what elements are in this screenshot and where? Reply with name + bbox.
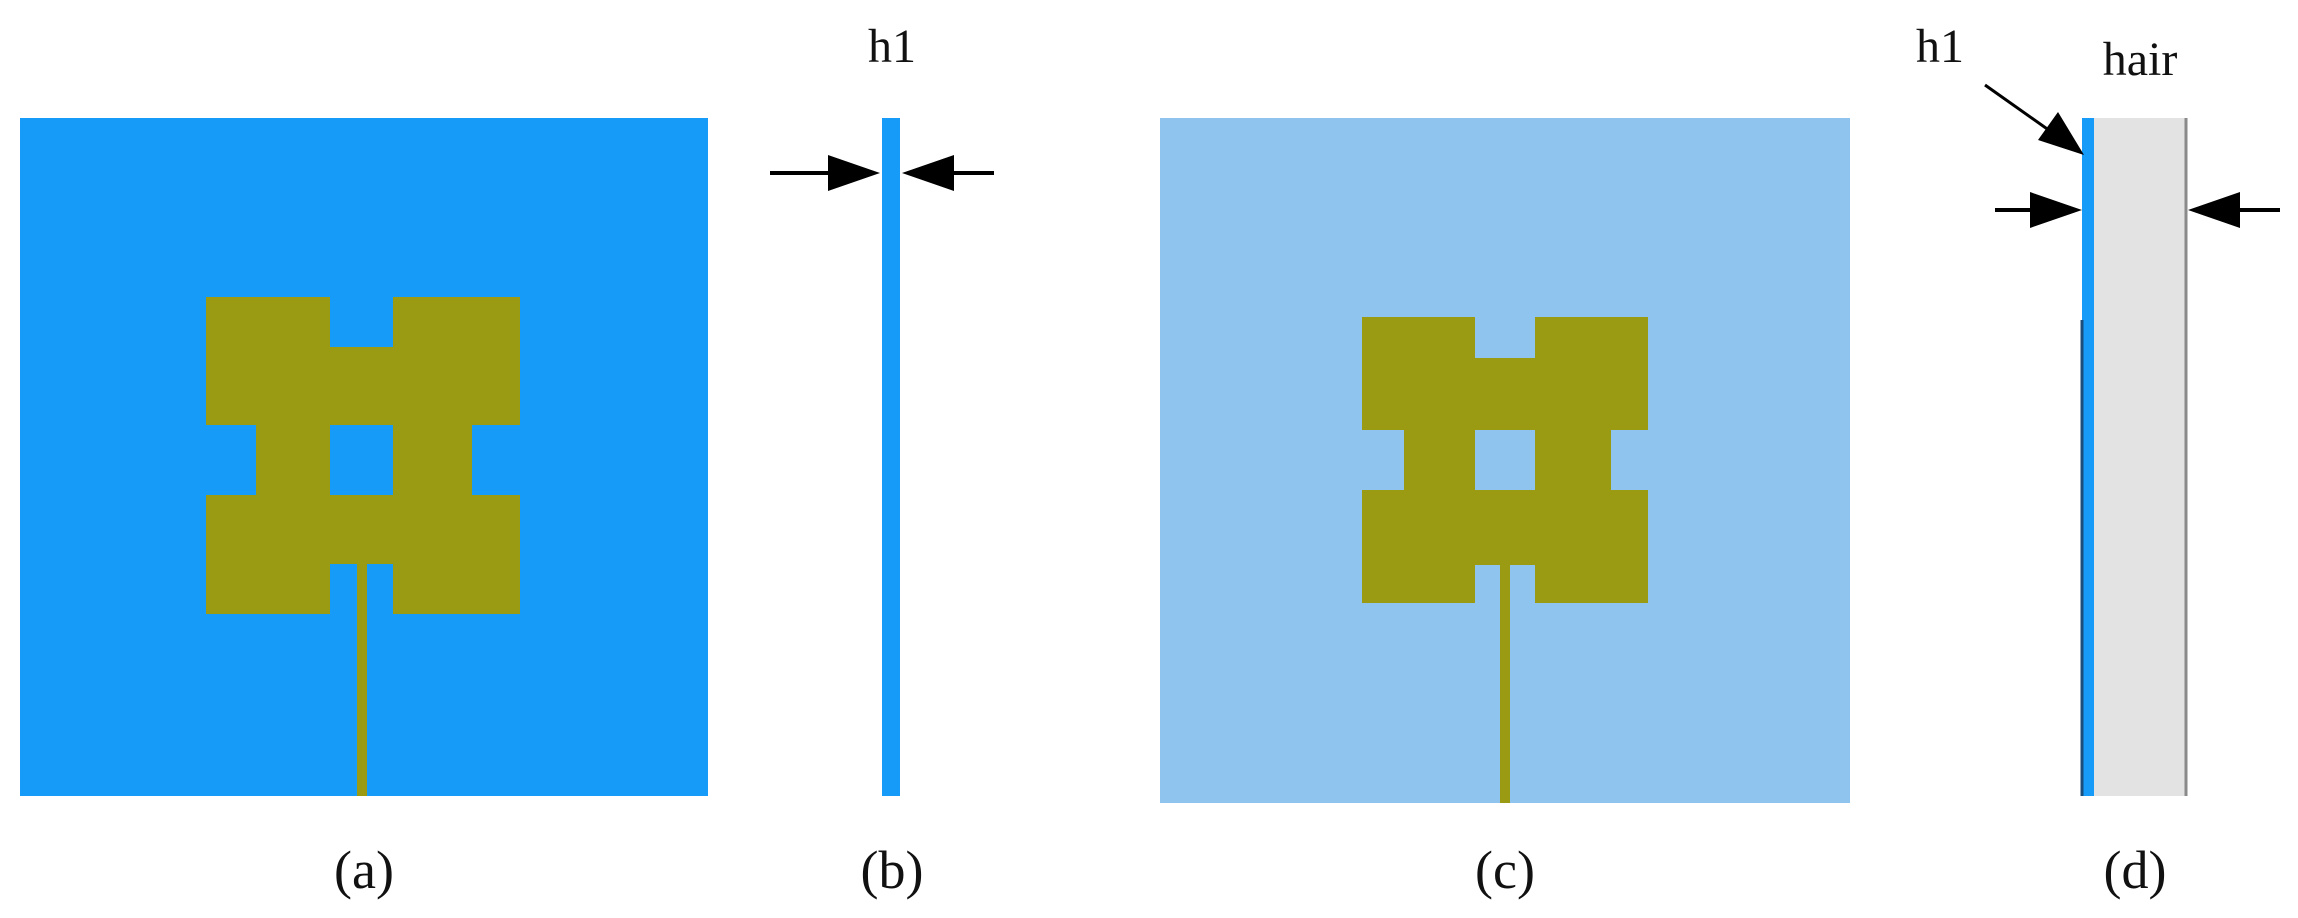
arrowhead-right-d — [2188, 192, 2240, 228]
air-layer-side-d — [2094, 118, 2186, 796]
arrowhead-left-b — [828, 155, 880, 191]
caption-a: (a) — [334, 840, 394, 900]
arrowhead-slant-d — [2038, 112, 2084, 155]
arrowhead-left-d — [2030, 192, 2082, 228]
patch-a — [206, 297, 520, 614]
panel-b: h1 (b) — [770, 20, 994, 900]
feed-line-c — [1500, 565, 1510, 803]
dimension-hair-d: hair — [2103, 33, 2178, 86]
dimension-h1-b: h1 — [868, 20, 916, 73]
dimension-h1-d: h1 — [1916, 20, 1964, 73]
panel-d: h1 hair (d) — [1916, 20, 2280, 900]
arrowhead-right-b — [902, 155, 954, 191]
panel-c: (c) — [1160, 118, 1850, 900]
panel-a: (a) — [20, 118, 708, 900]
feed-line-a — [357, 564, 367, 796]
substrate-side-b — [882, 118, 900, 796]
patch-c — [1362, 317, 1648, 603]
caption-b: (b) — [861, 840, 924, 900]
caption-c: (c) — [1475, 840, 1535, 900]
substrate-side-d — [2082, 118, 2094, 796]
caption-d: (d) — [2104, 840, 2167, 900]
